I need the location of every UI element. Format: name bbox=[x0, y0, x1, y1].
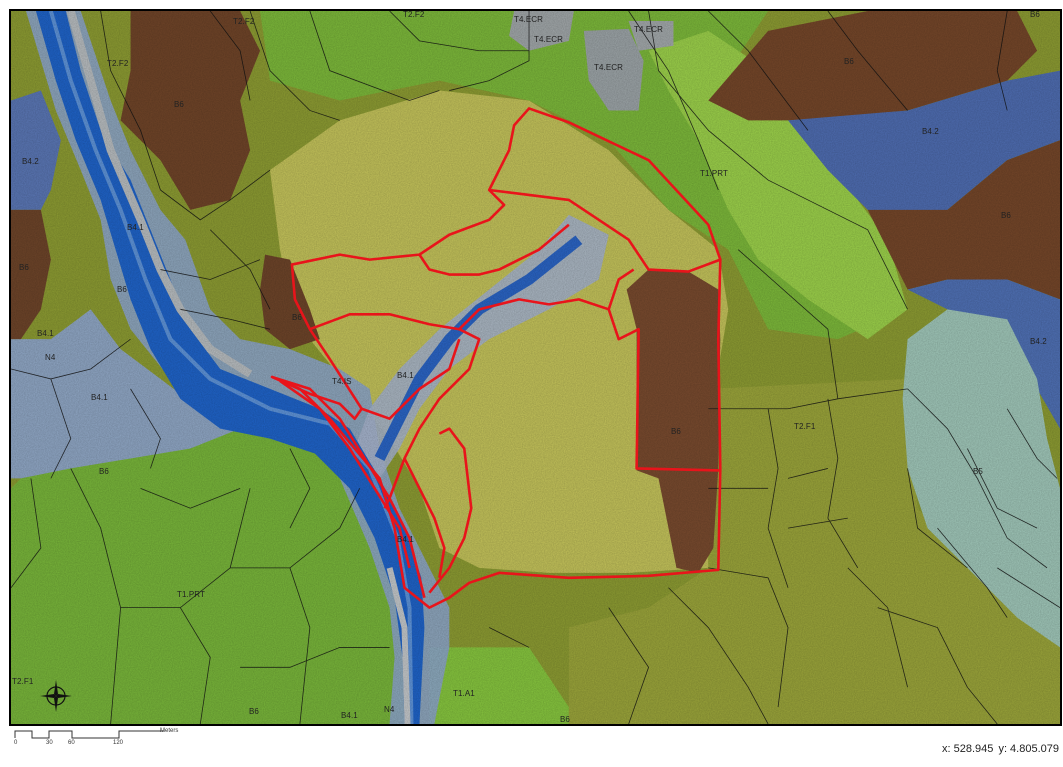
zone-label: N4 bbox=[45, 353, 56, 362]
scale-tick-30: 30 bbox=[46, 740, 53, 746]
zone-label: T2.F2 bbox=[107, 59, 129, 68]
zone-label: B6 bbox=[117, 285, 127, 294]
zone-label: B6 bbox=[1030, 10, 1040, 19]
zone-label: B6 bbox=[844, 57, 854, 66]
map-view[interactable]: T2.F2 T2.F2 T2.F2 T4.ECR T4.ECR T4.ECR T… bbox=[9, 9, 1062, 726]
zone-label: B4.1 bbox=[37, 329, 54, 338]
north-arrow-icon bbox=[40, 680, 72, 712]
zone-label: B4.1 bbox=[127, 223, 144, 232]
zone-label: B5 bbox=[973, 467, 983, 476]
zone-label: T1.PRT bbox=[700, 169, 729, 178]
zone-label: B4.2 bbox=[22, 157, 39, 166]
zone-label: T4.ECR bbox=[594, 63, 624, 72]
zone-label: B4.1 bbox=[397, 535, 414, 544]
coordinate-x: x: 528.945 bbox=[942, 743, 994, 755]
zone-label: T4.ECR bbox=[634, 25, 664, 34]
zone-label: B6 bbox=[560, 715, 570, 724]
scale-unit-label: Meters bbox=[160, 728, 179, 734]
coordinate-readout: x: 528.945 y: 4.805.079 bbox=[940, 743, 1059, 755]
zone-label: B6 bbox=[99, 467, 109, 476]
zone-label: T4.ECR bbox=[534, 35, 564, 44]
zone-label: T2.F1 bbox=[794, 422, 816, 431]
scale-tick-0: 0 bbox=[14, 740, 18, 746]
zone-label: T4.IS bbox=[332, 377, 352, 386]
parcel-boundaries bbox=[11, 11, 1060, 724]
zone-label: T2.F1 bbox=[12, 677, 34, 686]
zone-label: T1.A1 bbox=[453, 689, 475, 698]
zone-label: B4.1 bbox=[397, 371, 414, 380]
zone-label: B6 bbox=[671, 427, 681, 436]
zone-label: B6 bbox=[174, 100, 184, 109]
zone-label: T2.F2 bbox=[403, 10, 425, 19]
zone-label: B4.1 bbox=[91, 393, 108, 402]
zone-label: B6 bbox=[292, 313, 302, 322]
zone-label: B6 bbox=[19, 263, 29, 272]
zone-label: T2.F2 bbox=[233, 17, 255, 26]
scale-tick-120: 120 bbox=[113, 740, 124, 746]
zone-label: B4.1 bbox=[341, 711, 358, 720]
zone-label: B4.2 bbox=[922, 127, 939, 136]
zone-label: T4.ECR bbox=[514, 15, 544, 24]
project-boundary bbox=[270, 107, 722, 609]
map-canvas[interactable] bbox=[11, 11, 1060, 724]
coordinate-y: y: 4.805.079 bbox=[998, 743, 1059, 755]
zone-label: N4 bbox=[384, 705, 395, 714]
zone-label: B4.2 bbox=[1030, 337, 1047, 346]
scale-tick-60: 60 bbox=[68, 740, 75, 746]
scale-bar-graphic bbox=[14, 730, 164, 739]
scale-bar: 0 30 60 120 Meters bbox=[14, 728, 214, 764]
zone-label: B6 bbox=[1001, 211, 1011, 220]
zone-label: T1.PRT bbox=[177, 590, 206, 599]
imagery-texture bbox=[11, 11, 1060, 724]
zone-label: B6 bbox=[249, 707, 259, 716]
